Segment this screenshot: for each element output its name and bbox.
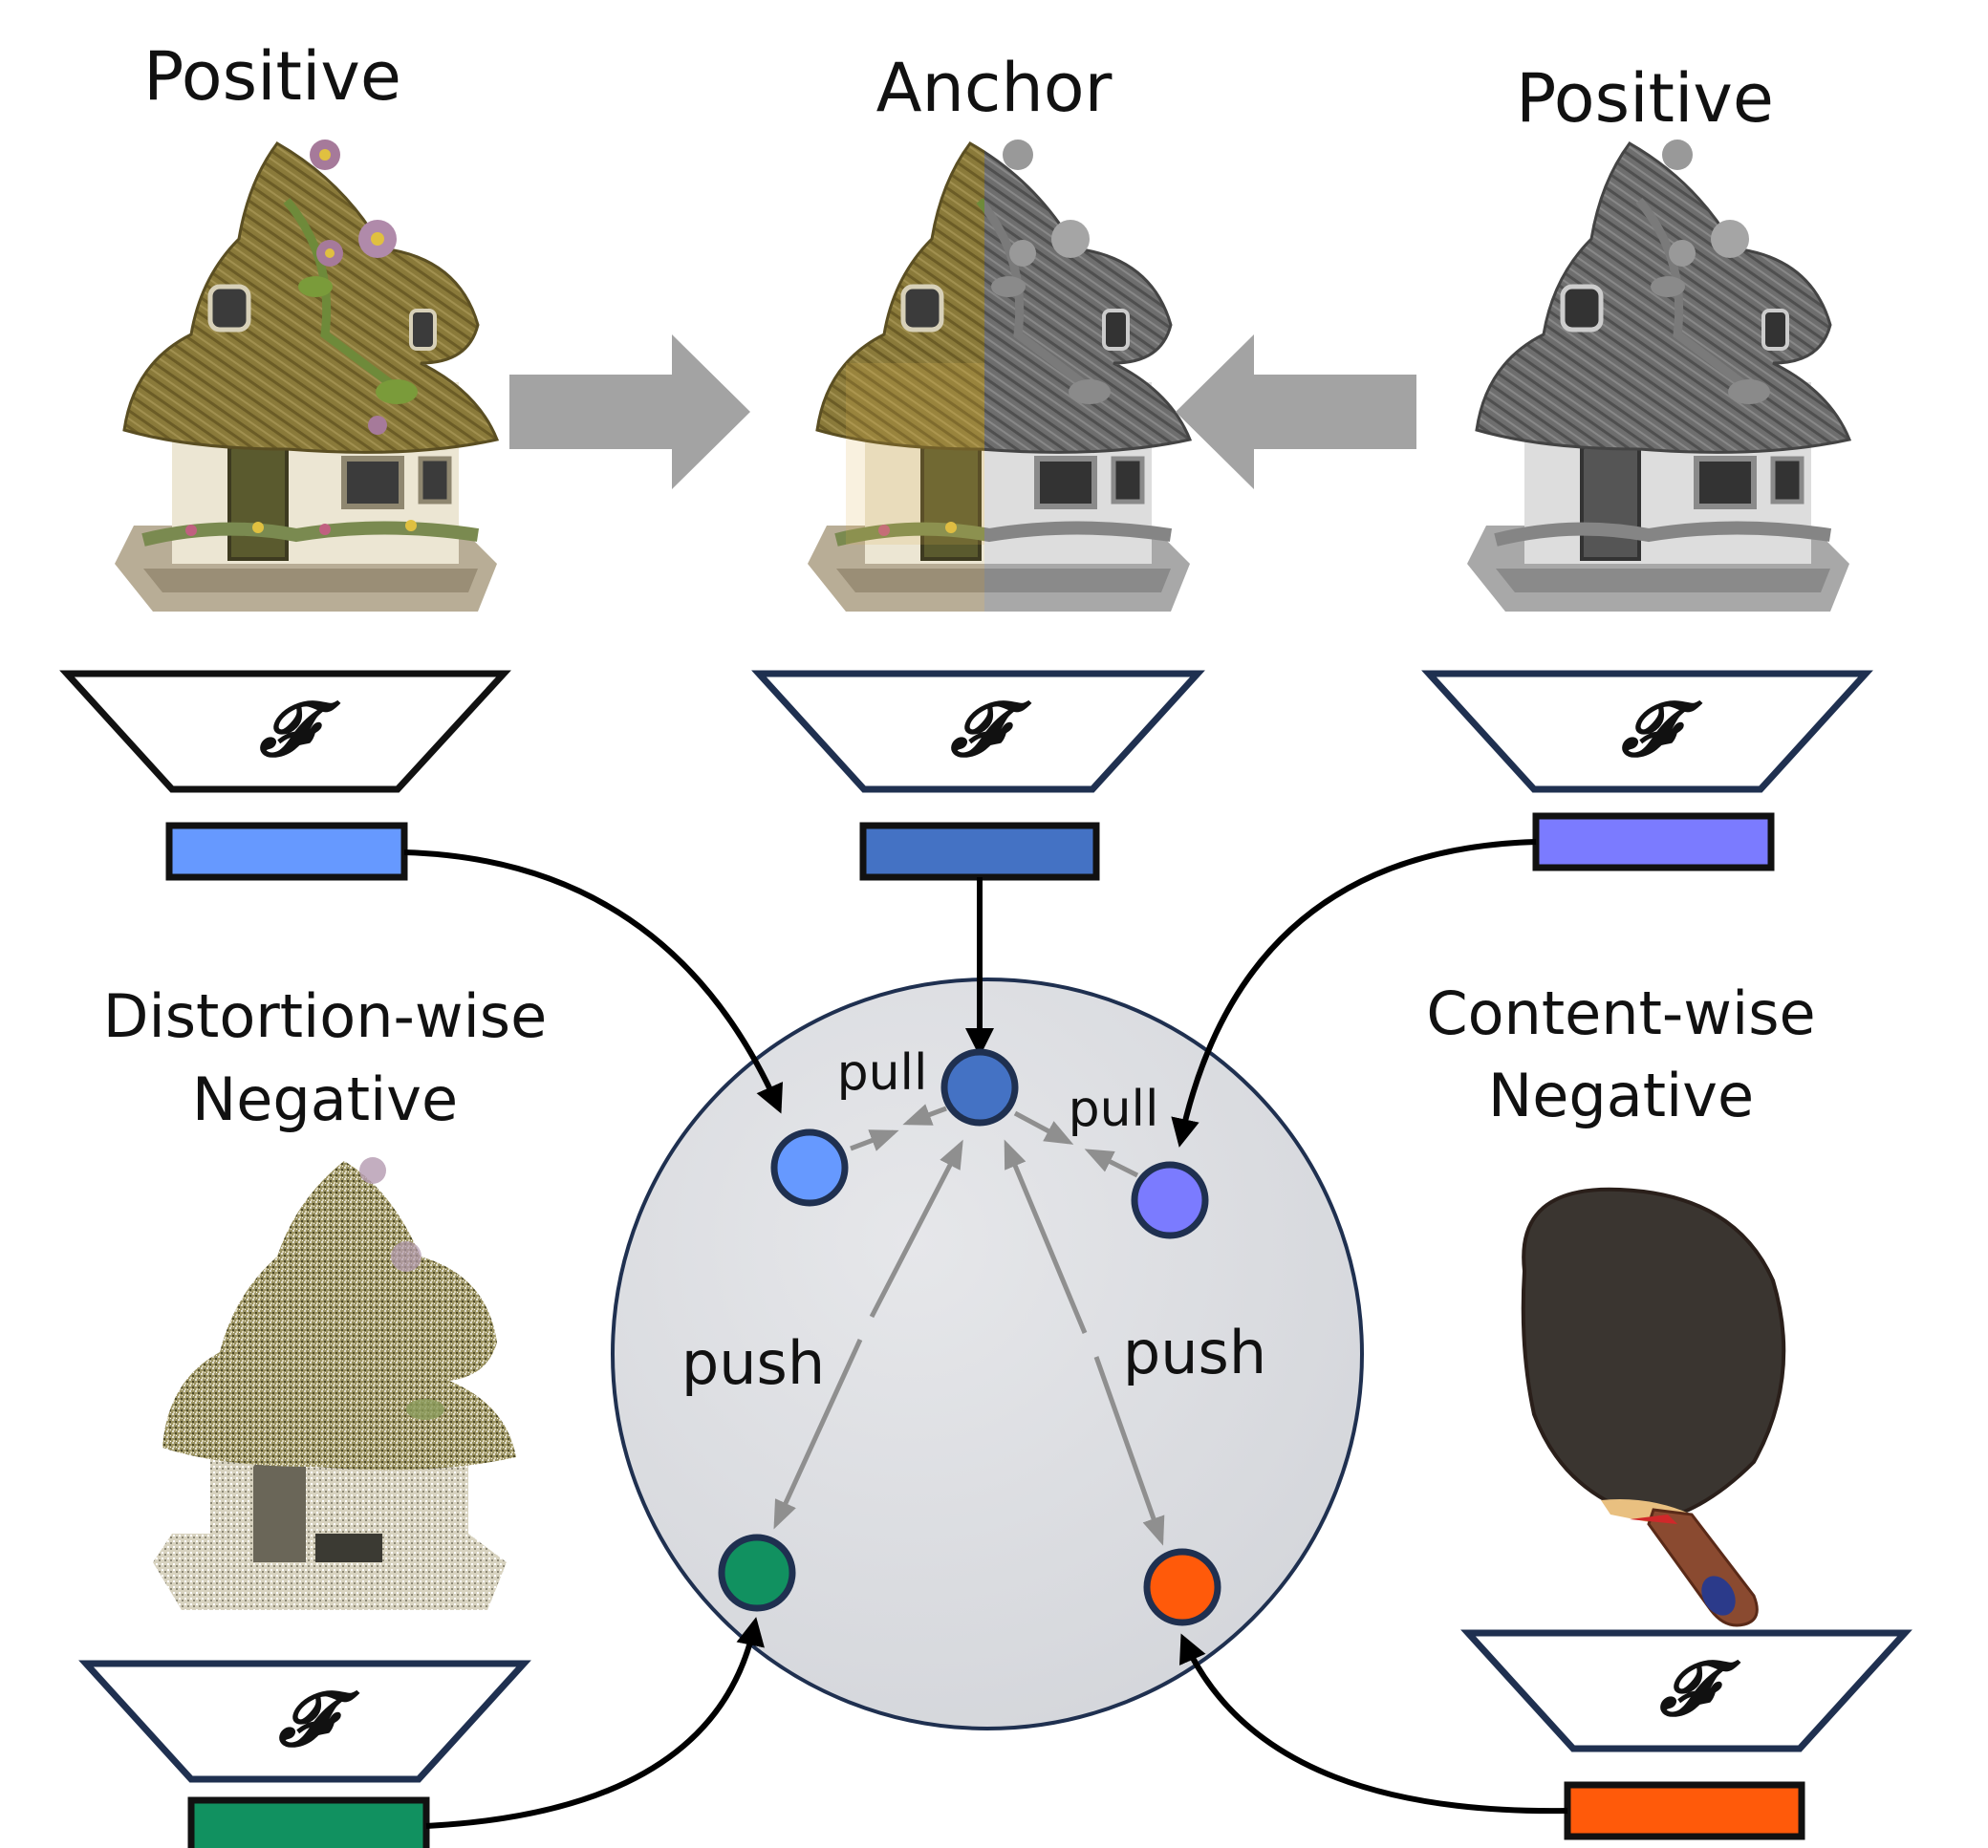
arrow-positive-left-to-point (403, 849, 783, 1114)
encoder-anchor: 𝓕 (751, 670, 1205, 793)
arrow-content-negative-to-point (1179, 1633, 1568, 1815)
push-arrow-right-up (1004, 1139, 1088, 1334)
encoder-content-negative: 𝓕 (1460, 1629, 1912, 1752)
embedding-distortion-negative (187, 1796, 430, 1848)
content-negative-label-line1: Content-wise (1426, 978, 1815, 1048)
push-arrow-left-up (869, 1139, 963, 1319)
pull-arrow-left (850, 1129, 899, 1151)
pull-label-left: pull (837, 1044, 928, 1102)
pull-arrow-left-anchor (902, 1104, 947, 1126)
point-positive-left (770, 1128, 849, 1207)
point-positive-right (1131, 1161, 1209, 1239)
push-label-left: push (681, 1328, 825, 1398)
embedding-content-negative (1564, 1781, 1805, 1840)
positive-left-title: Positive (143, 37, 401, 116)
gray-block-arrow-left (1176, 334, 1416, 489)
house-noisy-image (153, 1157, 516, 1610)
house-gray-image (1467, 140, 1849, 612)
anchor-title: Anchor (876, 49, 1113, 127)
pull-arrow-right (1084, 1149, 1139, 1178)
encoder-positive-left: 𝓕 (59, 670, 511, 793)
push-arrow-left-down (773, 1338, 863, 1530)
distortion-negative-label-line1: Distortion-wise (103, 981, 548, 1051)
encoder-positive-right: 𝓕 (1421, 670, 1873, 793)
arrow-distortion-negative-to-point (425, 1617, 765, 1829)
push-label-right: push (1123, 1318, 1266, 1387)
content-negative-label-line2: Negative (1488, 1061, 1754, 1130)
distortion-negative-label-line2: Negative (192, 1064, 458, 1134)
ping-pong-paddle-image (1521, 1187, 1786, 1627)
point-distortion-negative (718, 1534, 796, 1612)
push-arrow-right-down (1093, 1356, 1165, 1546)
embedding-positive-left (165, 822, 408, 881)
pull-arrow-right-anchor (1013, 1110, 1074, 1145)
point-content-negative (1143, 1548, 1221, 1626)
encoder-distortion-negative: 𝓕 (78, 1660, 531, 1783)
pull-label-right: pull (1069, 1081, 1159, 1138)
house-half-gray-image (808, 140, 1190, 612)
arrow-positive-right-to-point (1171, 839, 1537, 1148)
embedding-positive-right (1532, 812, 1775, 871)
gray-block-arrow-right (509, 334, 750, 489)
point-anchor (940, 1048, 1019, 1127)
house-color-image (115, 140, 497, 612)
positive-right-title: Positive (1516, 59, 1774, 138)
embedding-anchor (859, 822, 1100, 881)
